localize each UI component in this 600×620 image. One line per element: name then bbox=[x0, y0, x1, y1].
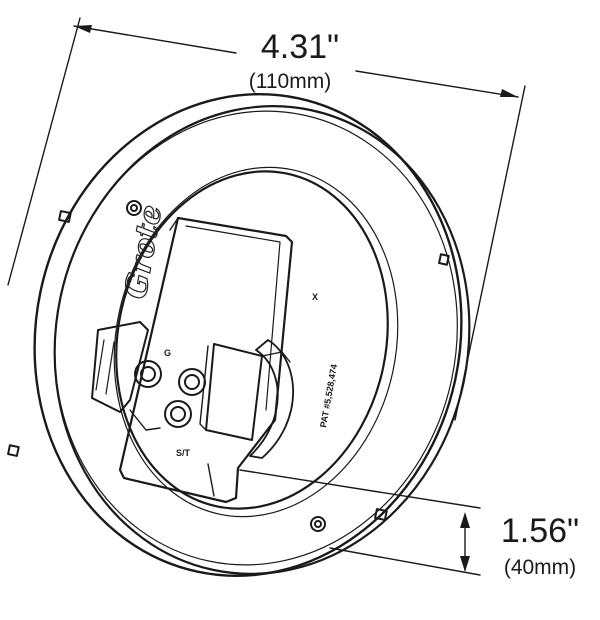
diameter-metric: (110mm) bbox=[249, 70, 331, 93]
connector-inner-edge bbox=[185, 225, 281, 411]
terminal-stop-inner bbox=[170, 406, 186, 422]
screw-bottom bbox=[310, 516, 326, 532]
terminal-ground-outer bbox=[134, 360, 162, 388]
screw-bottom-center bbox=[314, 520, 322, 528]
terminal-stop-outer bbox=[164, 400, 192, 428]
depth-arrow-top bbox=[460, 512, 470, 528]
back-plate-rim bbox=[113, 166, 399, 518]
outer-lens-back bbox=[53, 105, 471, 575]
right-housing bbox=[205, 343, 263, 441]
clip-left-bottom bbox=[7, 444, 20, 457]
flange-inner-edge bbox=[54, 110, 458, 566]
diameter-value: 4.31" bbox=[261, 28, 339, 66]
ground-label: G bbox=[164, 348, 171, 358]
screw-top-center bbox=[130, 204, 138, 212]
arrowhead-left bbox=[74, 25, 92, 33]
clip-right-bottom bbox=[374, 508, 388, 521]
depth-arrow-bottom bbox=[460, 556, 470, 572]
dimension-line-left bbox=[73, 25, 237, 54]
lamp-housing bbox=[7, 93, 471, 577]
connector-body bbox=[118, 216, 294, 504]
terminal-tail bbox=[178, 368, 206, 396]
depth-extension-top bbox=[239, 469, 481, 509]
depth-metric: (40mm) bbox=[504, 556, 576, 579]
x-mark: X bbox=[312, 292, 318, 302]
extension-line-left bbox=[7, 17, 81, 286]
terminal-ground bbox=[134, 360, 162, 388]
clip-right-top bbox=[438, 253, 450, 266]
terminal-tail-outer bbox=[178, 368, 206, 396]
recess-curve bbox=[249, 339, 294, 459]
terminal-ground-inner bbox=[140, 366, 156, 382]
left-housing bbox=[91, 321, 149, 413]
clip-left-top bbox=[58, 210, 72, 223]
outer-flange bbox=[33, 93, 463, 577]
depth-extension-bottom bbox=[329, 547, 481, 576]
dimension-line-right bbox=[355, 70, 519, 98]
back-plate bbox=[115, 170, 389, 510]
connector-block bbox=[91, 216, 294, 504]
arrowhead-right bbox=[500, 89, 518, 97]
depth-dimension bbox=[239, 469, 481, 576]
terminal-tail-inner bbox=[184, 374, 200, 390]
screw-top bbox=[126, 200, 142, 216]
terminal-stop bbox=[164, 400, 192, 428]
patent-text: PAT #5,528,474 bbox=[318, 363, 339, 428]
st-label: S/T bbox=[176, 448, 191, 458]
depth-value: 1.56" bbox=[501, 512, 579, 550]
